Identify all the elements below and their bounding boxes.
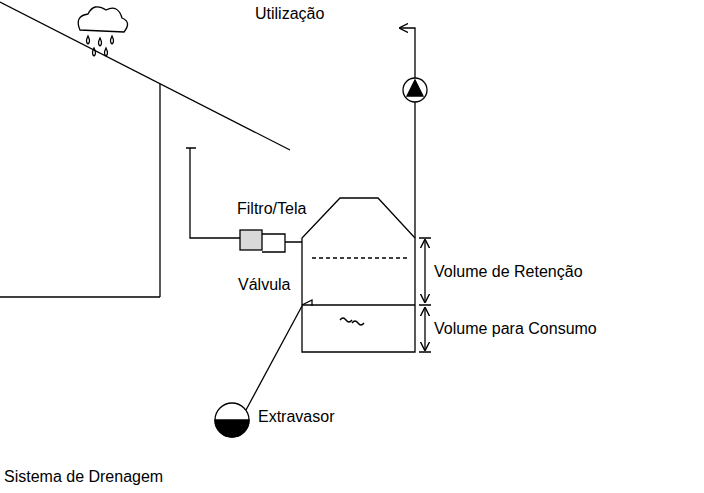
pump-circle bbox=[403, 78, 427, 102]
valve bbox=[302, 300, 312, 306]
overflow-label: Extravasor bbox=[258, 408, 334, 426]
filter-label: Filtro/Tela bbox=[237, 200, 306, 218]
cistern bbox=[302, 198, 415, 352]
filter-outlet bbox=[262, 234, 285, 252]
drainage-circle bbox=[215, 403, 249, 437]
drainage-fill bbox=[215, 420, 249, 437]
usage-label: Utilização bbox=[255, 5, 324, 23]
rain-cloud bbox=[78, 7, 127, 56]
pump-triangle bbox=[407, 80, 423, 96]
valve-label: Válvula bbox=[238, 276, 290, 294]
retention-label: Volume de Retenção bbox=[434, 263, 583, 281]
dimension-ticks bbox=[419, 238, 431, 352]
drainage-label: Sistema de Drenagem bbox=[4, 468, 163, 486]
water-symbol bbox=[340, 318, 364, 325]
filter-box bbox=[240, 230, 262, 250]
retention-dimension bbox=[424, 240, 425, 302]
house-wall bbox=[159, 84, 160, 297]
usage-pipe bbox=[400, 28, 415, 238]
consumption-dimension bbox=[424, 308, 425, 350]
water-level bbox=[312, 257, 410, 258]
house-floor bbox=[0, 296, 160, 297]
consumption-level bbox=[302, 304, 415, 305]
overflow-pipe bbox=[246, 306, 302, 410]
downpipe bbox=[186, 148, 240, 238]
consumption-label: Volume para Consumo bbox=[434, 320, 597, 338]
roof-line bbox=[0, 2, 290, 150]
